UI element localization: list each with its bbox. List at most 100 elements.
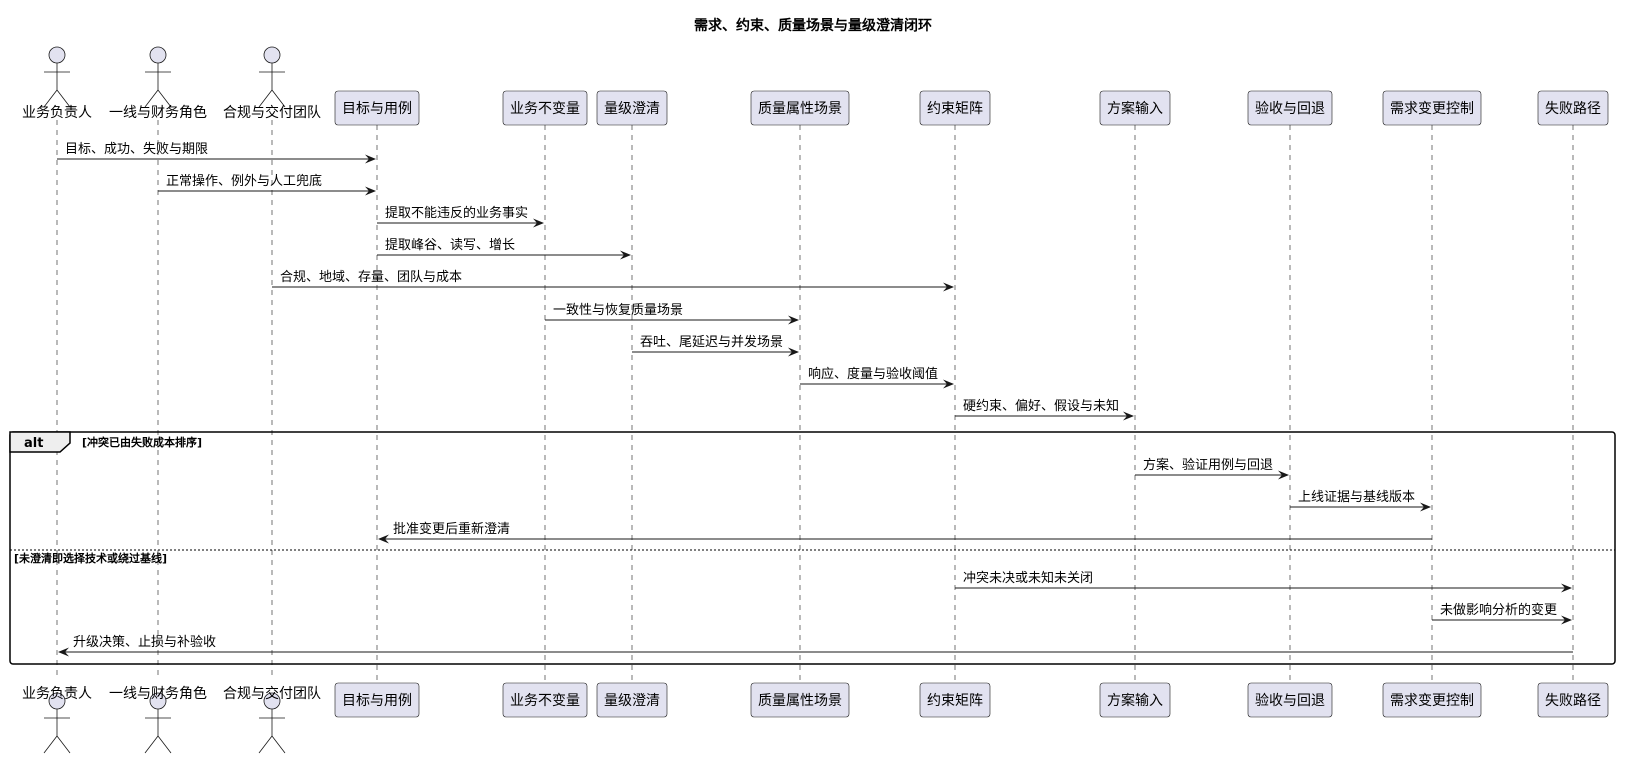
actor-label: 业务负责人 (22, 105, 92, 121)
arrowhead-icon (58, 647, 69, 657)
participant-acceptance-top: 验收与回退 (1247, 90, 1333, 126)
actor-owner-bottom: 业务负责人 (22, 686, 92, 754)
participant-failure-top: 失败路径 (1537, 90, 1609, 126)
actor-figure-icon (258, 46, 286, 108)
participant-invariants-bottom: 业务不变量 (502, 682, 588, 718)
participant-label: 质量属性场景 (758, 101, 842, 117)
participant-change-bottom: 需求变更控制 (1382, 682, 1482, 718)
arrowhead-icon (378, 534, 389, 544)
participant-quality-bottom: 质量属性场景 (750, 682, 850, 718)
message-label: 合规、地域、存量、团队与成本 (280, 270, 462, 285)
message-10: 方案、验证用例与回退 (1135, 457, 1289, 480)
participant-label: 失败路径 (1545, 101, 1601, 117)
participant-label: 约束矩阵 (927, 101, 983, 117)
actor-ops-top: 一线与财务角色 (109, 46, 207, 121)
actor-label: 合规与交付团队 (223, 685, 321, 702)
message-label: 上线证据与基线版本 (1298, 490, 1415, 505)
alt-frame-border (9, 431, 1616, 665)
participant-magnitude-bottom: 量级澄清 (596, 682, 668, 718)
arrowhead-icon (365, 186, 376, 196)
participant-box (750, 90, 850, 126)
actor-figure-icon (43, 692, 71, 754)
message-6: 一致性与恢复质量场景 (545, 303, 799, 325)
message-12: 批准变更后重新澄清 (378, 521, 1432, 544)
participant-constraints-top: 约束矩阵 (919, 90, 991, 126)
arrowhead-icon (365, 154, 376, 164)
participants-top: 业务负责人一线与财务角色合规与交付团队目标与用例业务不变量量级澄清质量属性场景约… (22, 46, 1609, 126)
alt-guard-2: [未澄清即选择技术或绕过基线] (14, 551, 167, 565)
participant-label: 失败路径 (1545, 693, 1601, 709)
actor-figure-icon (258, 692, 286, 754)
message-5: 合规、地域、存量、团队与成本 (272, 270, 954, 292)
participant-label: 约束矩阵 (927, 693, 983, 709)
message-label: 未做影响分析的变更 (1440, 602, 1557, 618)
arrowhead-icon (788, 347, 799, 357)
messages: 目标、成功、失败与期限正常操作、例外与人工兜底提取不能违反的业务事实提取峰谷、读… (57, 142, 1573, 657)
participant-label: 业务不变量 (510, 101, 580, 117)
message-1: 目标、成功、失败与期限 (57, 142, 376, 164)
participants-bottom: 业务负责人 一线与财务角色合规与交付团队 目标与用例 业务不变量 量级澄清 质量属性场景 约… (22, 682, 1609, 754)
message-label: 硬约束、偏好、假设与未知 (963, 398, 1119, 414)
actor-label: 业务负责人 (22, 686, 92, 702)
participant-box (596, 682, 668, 718)
message-label: 提取不能违反的业务事实 (385, 205, 528, 221)
diagram-title: 需求、约束、质量场景与量级澄清闭环 (694, 17, 932, 34)
participant-label: 量级澄清 (604, 693, 660, 709)
actor-ops-bottom: 一线与财务角色 (109, 685, 207, 754)
participant-box (1099, 90, 1171, 126)
actor-label: 合规与交付团队 (223, 104, 321, 121)
message-13: 冲突未决或未知未关闭 (955, 570, 1572, 593)
arrowhead-icon (620, 250, 631, 260)
alt-frame: alt [冲突已由失败成本排序] [未澄清即选择技术或绕过基线] (9, 431, 1616, 665)
message-14: 未做影响分析的变更 (1432, 602, 1572, 625)
actor-owner-top: 业务负责人 (22, 46, 92, 121)
alt-keyword: alt (24, 436, 43, 451)
participant-box (596, 90, 668, 126)
participant-box (334, 90, 420, 126)
participant-acceptance-bottom: 验收与回退 (1247, 682, 1333, 718)
message-label: 吞吐、尾延迟与并发场景 (640, 334, 783, 350)
participant-box (502, 90, 588, 126)
participant-box (1247, 90, 1333, 126)
participant-label: 目标与用例 (342, 101, 412, 117)
arrowhead-icon (788, 315, 799, 325)
message-8: 响应、度量与验收阈值 (800, 366, 954, 389)
message-label: 升级决策、止损与补验收 (73, 634, 216, 650)
message-7: 吞吐、尾延迟与并发场景 (632, 334, 799, 357)
actor-figure-icon (144, 46, 172, 108)
actor-figure-icon (144, 692, 172, 754)
actor-compliance-top: 合规与交付团队 (223, 46, 321, 121)
participant-box (502, 682, 588, 718)
participant-goals-bottom: 目标与用例 (334, 682, 420, 718)
participant-change-top: 需求变更控制 (1382, 90, 1482, 126)
message-label: 一致性与恢复质量场景 (553, 303, 683, 318)
arrowhead-icon (943, 282, 954, 292)
message-2: 正常操作、例外与人工兜底 (158, 173, 376, 196)
participant-label: 验收与回退 (1255, 693, 1325, 709)
arrowhead-icon (533, 218, 544, 228)
participant-box (334, 682, 420, 718)
arrowhead-icon (1123, 411, 1134, 421)
participant-box (1247, 682, 1333, 718)
message-label: 批准变更后重新澄清 (393, 521, 510, 537)
participant-label: 目标与用例 (342, 693, 412, 709)
message-label: 目标、成功、失败与期限 (65, 142, 208, 157)
participant-box (919, 90, 991, 126)
message-3: 提取不能违反的业务事实 (377, 205, 544, 228)
participant-failure-bottom: 失败路径 (1537, 682, 1609, 718)
participant-box (1382, 90, 1482, 126)
alt-guard-1: [冲突已由失败成本排序] (82, 435, 202, 449)
participant-label: 需求变更控制 (1390, 693, 1474, 709)
arrowhead-icon (1420, 502, 1431, 512)
participant-label: 业务不变量 (510, 693, 580, 709)
participant-solution-top: 方案输入 (1099, 90, 1171, 126)
actor-label: 一线与财务角色 (109, 685, 207, 702)
participant-invariants-top: 业务不变量 (502, 90, 588, 126)
arrowhead-icon (1561, 615, 1572, 625)
message-label: 提取峰谷、读写、增长 (385, 237, 515, 253)
participant-label: 质量属性场景 (758, 693, 842, 709)
message-11: 上线证据与基线版本 (1290, 490, 1431, 512)
participant-box (1099, 682, 1171, 718)
arrowhead-icon (943, 379, 954, 389)
